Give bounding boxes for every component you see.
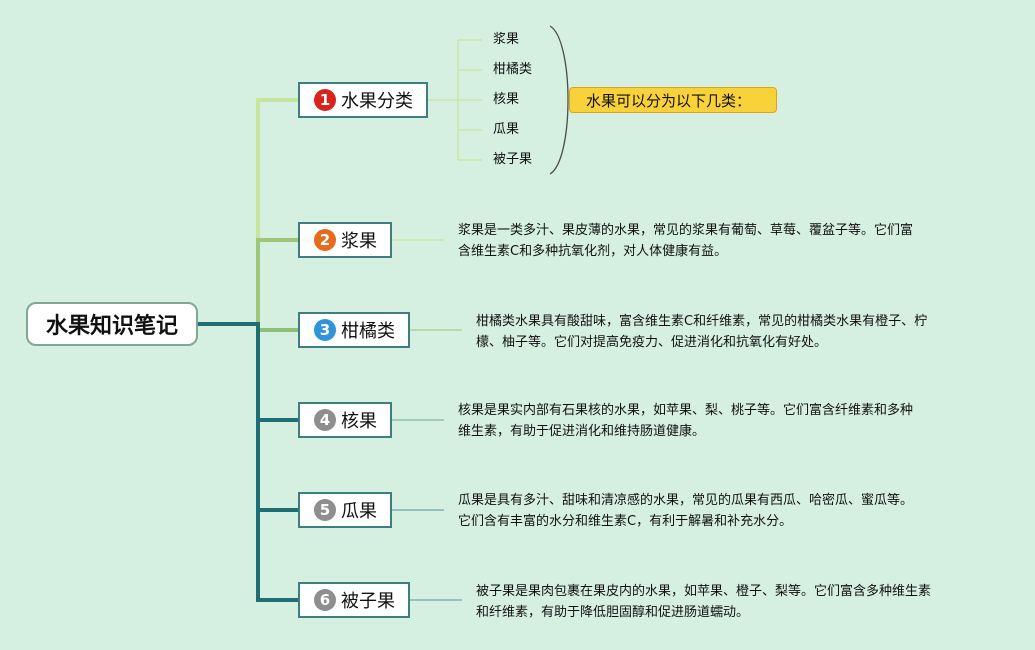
description-line: 浆果是一类多汁、果皮薄的水果，常见的浆果有葡萄、草莓、覆盆子等。它们富 [458,223,914,238]
description-drupes[interactable]: 核果是果实内部有石果核的水果，如苹果、梨、桃子等。它们富含纤维素和多种 维生素，… [458,400,913,442]
connector-branch-3 [256,324,298,332]
description-line: 它们含有丰富的水分和维生素C，有利于解暑和补充水分。 [458,514,793,529]
branch-fruit-classification[interactable]: 1 水果分类 [298,82,428,118]
root-topic[interactable]: 水果知识笔记 [26,302,198,346]
connector-branch-2 [256,238,298,324]
description-line: 核果是果实内部有石果核的水果，如苹果、梨、桃子等。它们富含纤维素和多种 [458,403,914,418]
category-item[interactable]: 浆果 [493,32,520,47]
branch-label: 浆果 [341,231,377,252]
branch-berries[interactable]: 2 浆果 [298,222,392,258]
description-berries[interactable]: 浆果是一类多汁、果皮薄的水果，常见的浆果有葡萄、草莓、覆盆子等。它们富 含维生素… [458,220,913,262]
connector-branch-1 [198,98,298,326]
connector-branch-6 [256,510,298,602]
description-angiosperm-fruit[interactable]: 被子果是果肉包裹在果皮内的水果，如苹果、橙子、梨等。它们富含多种维生素 和纤维素… [476,581,931,623]
description-line: 和纤维素，有助于降低胆固醇和促进肠道蠕动。 [476,605,750,620]
category-item[interactable]: 核果 [493,92,520,107]
number-badge: 4 [314,409,336,431]
category-summary[interactable]: 水果可以分为以下几类： [569,87,777,113]
branch-drupes[interactable]: 4 核果 [298,402,392,438]
number-badge: 1 [314,89,336,111]
category-connectors [428,39,482,161]
category-bracket [549,25,569,175]
branch-label: 水果分类 [341,91,413,112]
number-badge: 3 [314,319,336,341]
description-line: 被子果是果肉包裹在果皮内的水果，如苹果、橙子、梨等。它们富含多种维生素 [476,584,932,599]
connector-branch-4 [198,322,298,422]
branch-citrus[interactable]: 3 柑橘类 [298,312,410,348]
branch-angiosperm-fruit[interactable]: 6 被子果 [298,582,410,618]
category-item[interactable]: 被子果 [493,152,533,167]
branch-label: 瓜果 [341,501,377,522]
description-melons[interactable]: 瓜果是具有多汁、甜味和清凉感的水果，常见的瓜果有西瓜、哈密瓜、蜜瓜等。 它们含有… [458,490,913,532]
description-line: 含维生素C和多种抗氧化剂，对人体健康有益。 [458,244,728,259]
summary-label: 水果可以分为以下几类： [586,91,752,110]
number-badge: 2 [314,229,336,251]
category-item[interactable]: 瓜果 [493,122,520,137]
description-line: 瓜果是具有多汁、甜味和清凉感的水果，常见的瓜果有西瓜、哈密瓜、蜜瓜等。 [458,493,914,508]
branch-label: 柑橘类 [341,321,395,342]
branch-label: 被子果 [341,591,395,612]
description-line: 檬、柚子等。它们对提高免疫力、促进消化和抗氧化有好处。 [476,335,828,350]
description-line: 柑橘类水果具有酸甜味，富含维生素C和纤维素，常见的柑橘类水果有橙子、柠 [476,314,928,329]
description-citrus[interactable]: 柑橘类水果具有酸甜味，富含维生素C和纤维素，常见的柑橘类水果有橙子、柠 檬、柚子… [476,311,927,353]
number-badge: 5 [314,499,336,521]
root-topic-label: 水果知识笔记 [45,314,178,339]
branch-melons[interactable]: 5 瓜果 [298,492,392,528]
number-badge: 6 [314,589,336,611]
description-line: 维生素，有助于促进消化和维持肠道健康。 [458,424,706,439]
connector-branch-5 [256,420,298,512]
category-item[interactable]: 柑橘类 [493,62,533,77]
branch-label: 核果 [341,411,377,432]
